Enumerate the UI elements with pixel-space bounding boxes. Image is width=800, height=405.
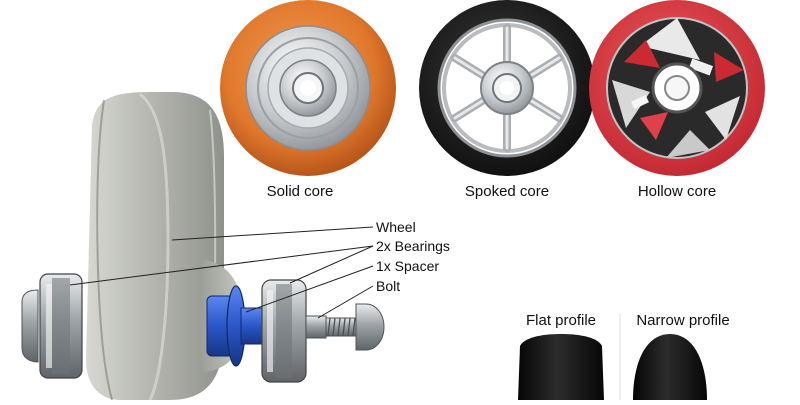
flat-profile-caption: Flat profile [525,312,597,329]
hollow-core-wheel-image [589,0,765,176]
wheel-assembly-image [21,92,385,401]
hollow-core-caption: Hollow core [637,183,717,200]
spacer-callout-label: 1x Spacer [376,258,440,274]
spoked-core-wheel-image [419,0,595,176]
wheel-callout-label: Wheel [376,219,416,235]
spoked-core-caption: Spoked core [464,183,550,200]
solid-core-caption: Solid core [266,183,334,200]
flat-profile-image [518,334,604,400]
bearings-callout-label: 2x Bearings [376,238,450,254]
bolt-callout-label: Bolt [376,278,401,294]
narrow-profile-image [633,334,707,400]
narrow-profile-caption: Narrow profile [636,312,730,329]
solid-core-wheel-image [220,0,396,176]
callout-leader-lines [69,226,374,319]
